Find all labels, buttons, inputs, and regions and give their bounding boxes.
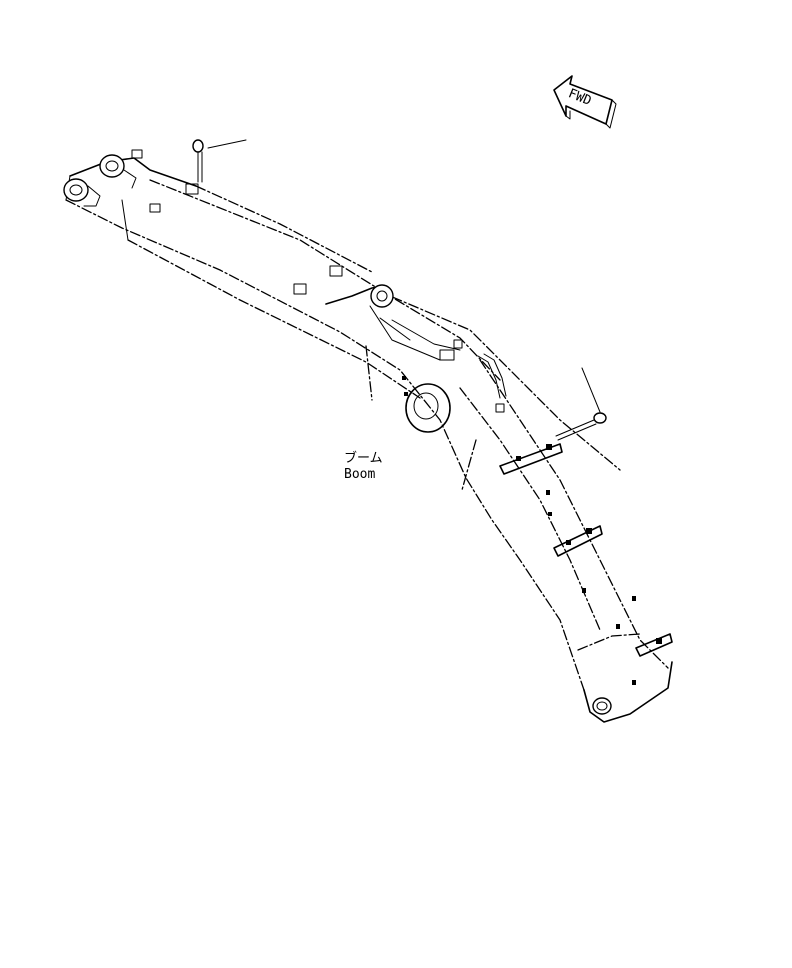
part-label-japanese: ブーム <box>344 450 383 466</box>
part-label: ブーム Boom <box>344 450 383 482</box>
fwd-arrow-marker: FWD <box>553 75 617 129</box>
arm-cylinder-bracket <box>325 284 461 361</box>
boom-cylinder-boss <box>405 383 451 433</box>
clamp-brackets <box>149 183 505 413</box>
hose-clamps <box>499 443 673 657</box>
grease-fitting-upper <box>192 139 247 183</box>
grease-fitting-lower <box>555 367 607 441</box>
hose-line <box>477 353 507 399</box>
boom-head-pins <box>63 149 143 207</box>
part-label-english: Boom <box>344 467 375 482</box>
boom-body <box>65 157 673 723</box>
fwd-label: FWD <box>566 86 594 109</box>
bolt-marks <box>402 376 636 685</box>
